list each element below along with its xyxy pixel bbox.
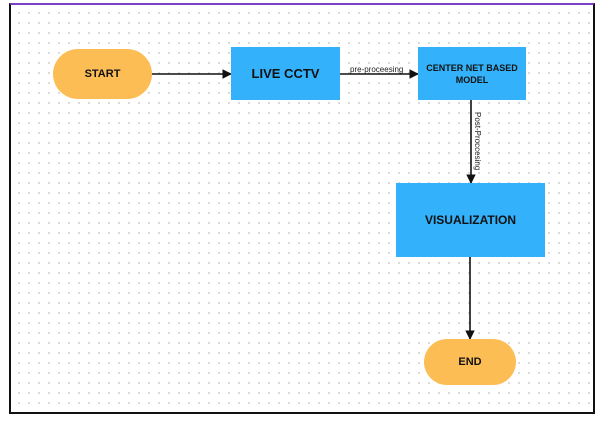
live-cctv-node[interactable]: LIVE CCTV [231, 47, 340, 100]
pre-processing-label: pre-proceesing [350, 65, 404, 74]
post-processing-label: Post-Proccesing [473, 112, 482, 171]
live-cctv-node-label: LIVE CCTV [251, 66, 320, 81]
center-net-model-node[interactable]: CENTER NET BASED MODEL [418, 47, 526, 100]
end-node-label: END [458, 356, 482, 368]
visualization-node-label: VISUALIZATION [424, 213, 517, 227]
end-node[interactable]: END [424, 339, 516, 385]
model-node-label-line1: CENTER NET BASED [426, 62, 518, 73]
visualization-node[interactable]: VISUALIZATION [396, 183, 545, 257]
model-node-label-line2: MODEL [455, 74, 489, 85]
start-node-label: START [84, 68, 121, 80]
start-node[interactable]: START [53, 49, 152, 99]
